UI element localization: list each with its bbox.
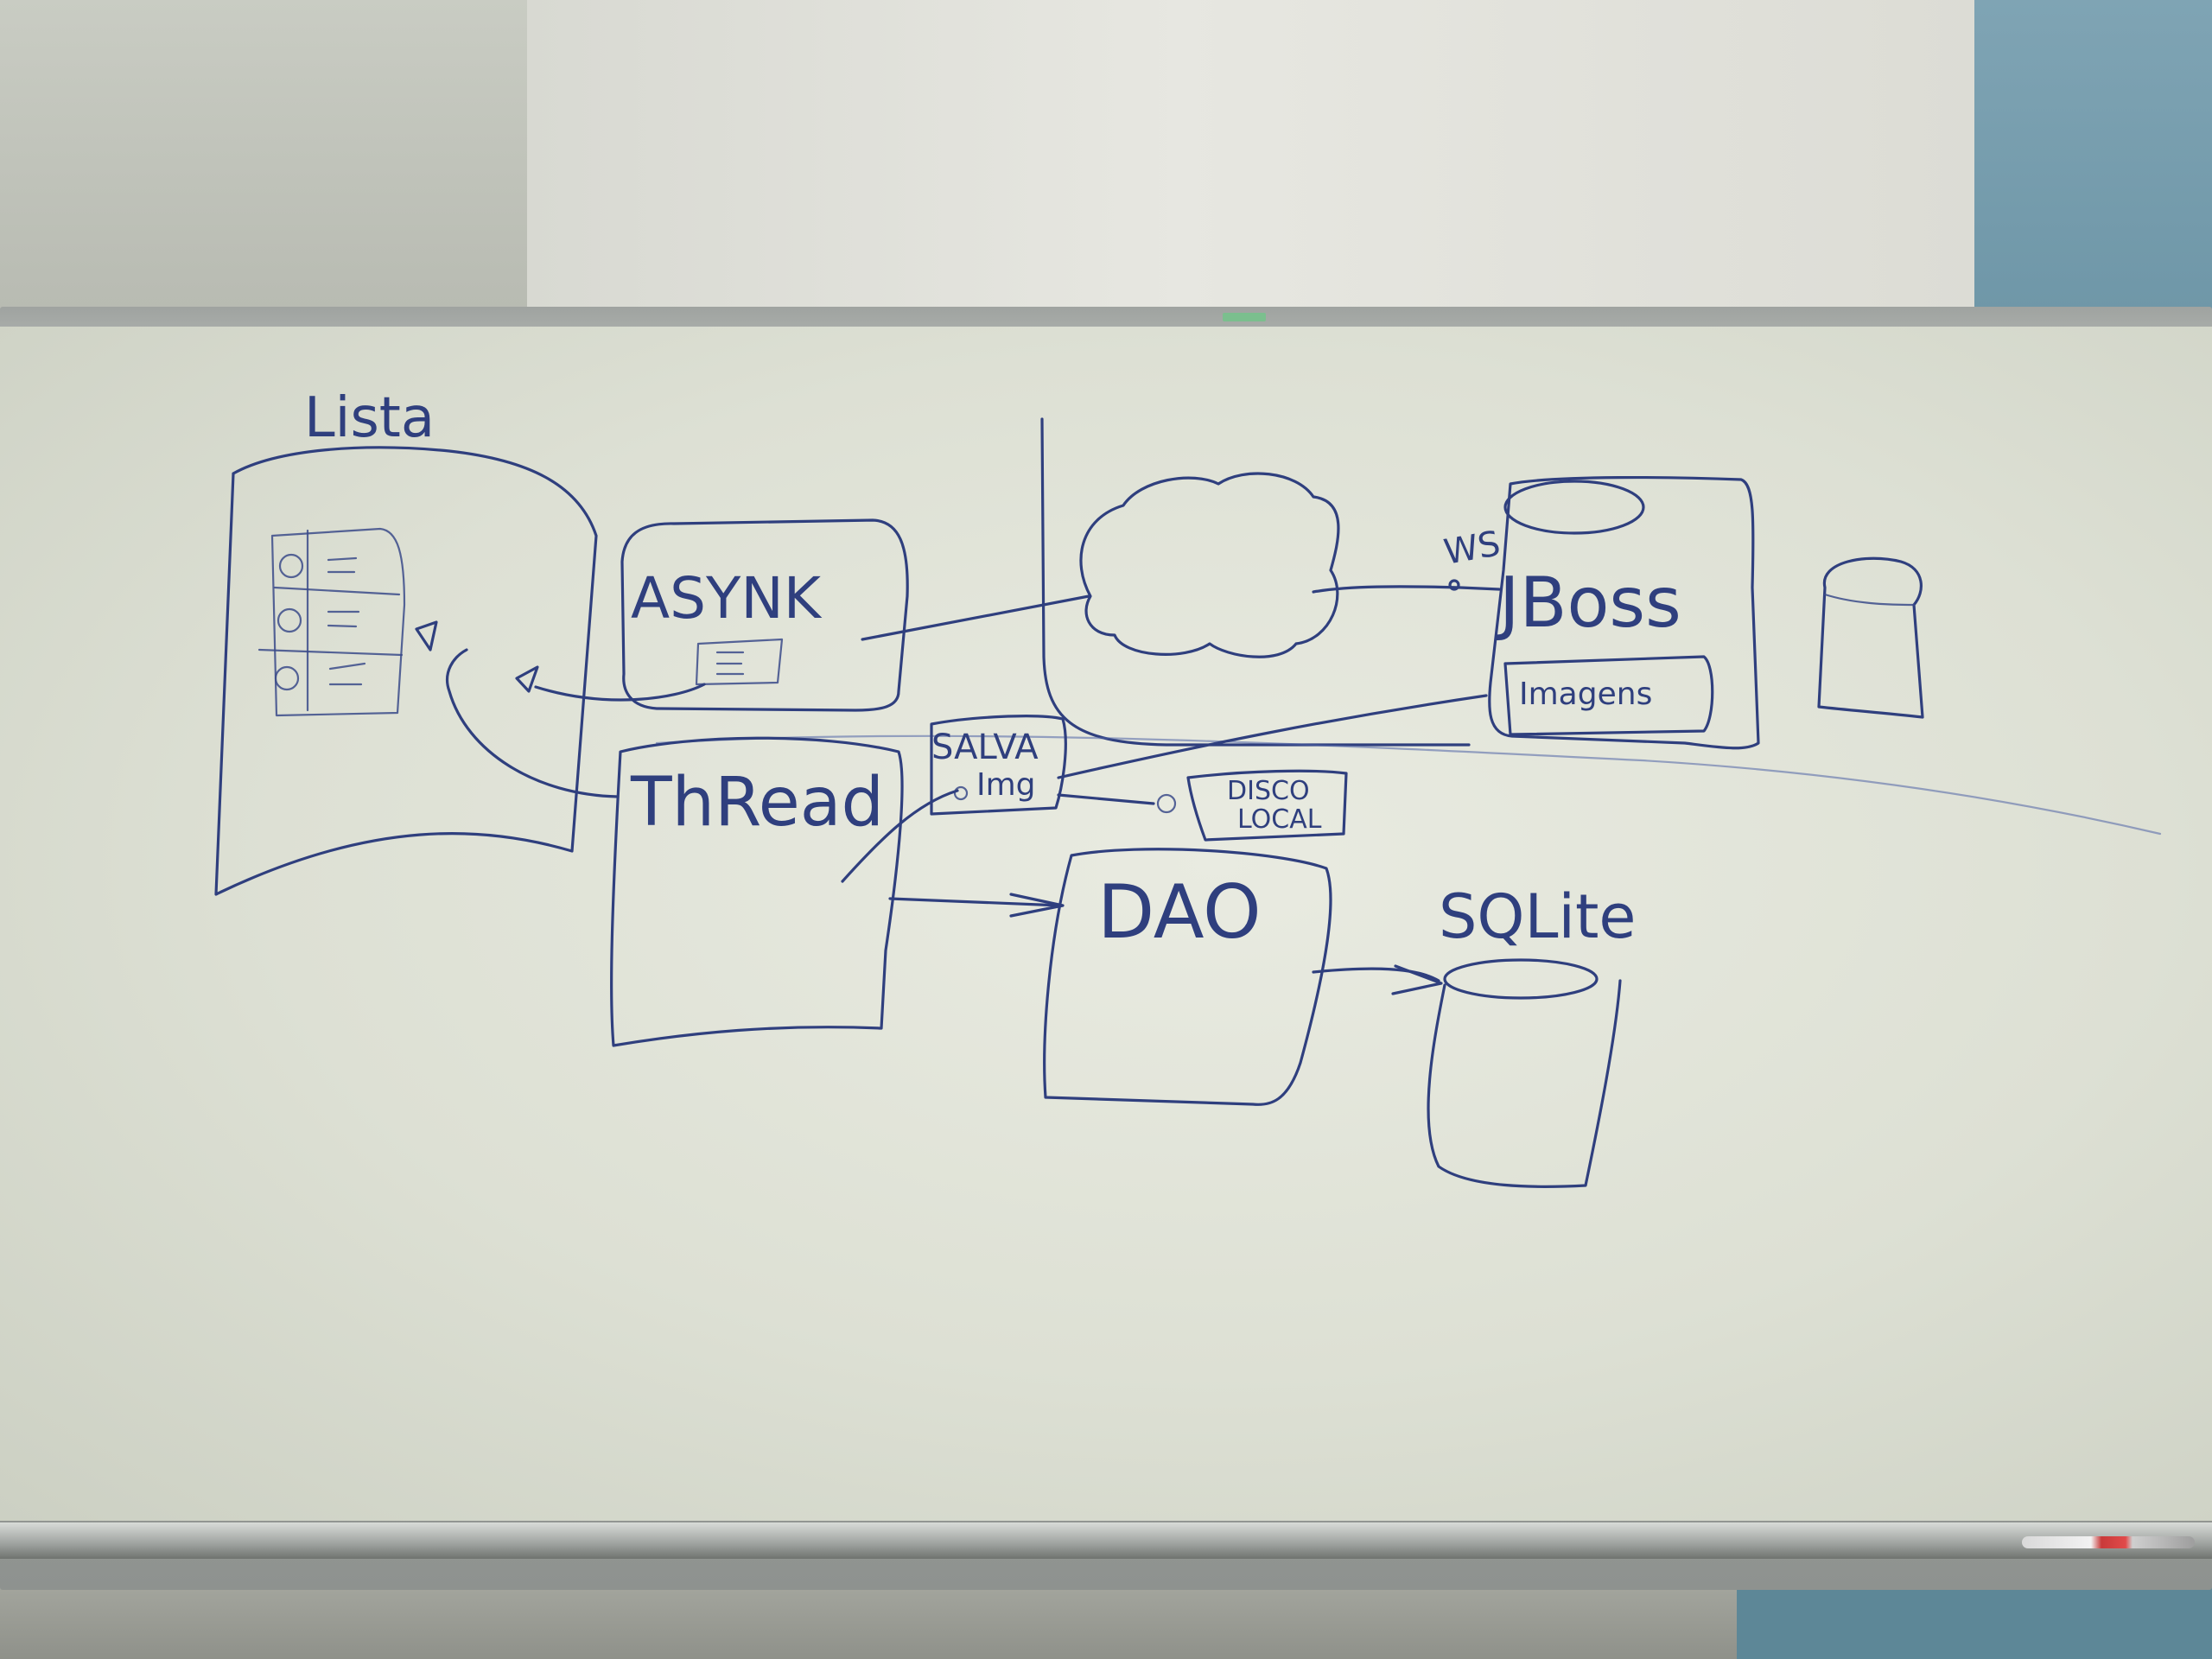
- thread-to-dao-arrow: [888, 893, 1065, 918]
- asynk-to-cloud-line: [861, 594, 1090, 641]
- thread-label: ThRead: [630, 764, 884, 842]
- imagens-label: Imagens: [1519, 677, 1652, 712]
- faint-line: [655, 734, 2162, 836]
- img-label: Img: [976, 767, 1036, 803]
- lista-label: Lista: [304, 386, 435, 450]
- list-widget: [257, 527, 406, 717]
- salva-to-imagens-line: [1057, 694, 1488, 779]
- disco-port-icon: [1156, 793, 1177, 814]
- smiley-icon: [274, 553, 304, 691]
- salva-img-box: SALVA Img: [930, 715, 1067, 816]
- floor-right: [1737, 1581, 2212, 1659]
- salva-to-disco-line: [1057, 793, 1155, 805]
- whiteboard-surface: [0, 327, 2212, 1521]
- sqlite-label: SQLite: [1439, 881, 1637, 952]
- jboss-server: JBoss Imagens: [1488, 475, 1760, 750]
- salva-label: SALVA: [931, 728, 1039, 767]
- wall-left: [0, 0, 527, 311]
- marker-pen: [2022, 1536, 2195, 1548]
- arrows-to-list: [415, 620, 706, 798]
- lista-box: Lista: [214, 386, 598, 896]
- sqlite-database-icon: SQLite: [1427, 881, 1637, 1188]
- disco-local-box: DISCO LOCAL: [1186, 769, 1348, 842]
- thread-to-salva-line: [841, 789, 959, 883]
- database-cylinder-icon: [1817, 556, 1924, 719]
- jboss-label: JBoss: [1495, 563, 1681, 643]
- wall-projection-screen: [527, 0, 1979, 311]
- local-label: LOCAL: [1237, 804, 1322, 835]
- disco-label: DISCO: [1227, 776, 1310, 806]
- cloud-icon: [1079, 472, 1340, 658]
- dao-box: DAO: [1043, 848, 1332, 1106]
- dao-label: DAO: [1097, 869, 1262, 956]
- wall-right: [1974, 0, 2212, 311]
- cloud-to-jboss-line: [1312, 585, 1501, 594]
- salva-port-icon: [953, 785, 969, 801]
- divider-line: [1040, 417, 1471, 747]
- ws-label: WS: [1441, 524, 1503, 573]
- board-clip: [1223, 313, 1266, 321]
- thread-box: ThRead: [610, 736, 904, 1047]
- ws-dot: [1448, 579, 1460, 591]
- asynk-box: ASYNK: [620, 518, 909, 712]
- asynk-label: ASYNK: [631, 565, 823, 632]
- dao-to-sqlite-arrow: [1312, 964, 1443, 995]
- marker-tray: [0, 1522, 2212, 1559]
